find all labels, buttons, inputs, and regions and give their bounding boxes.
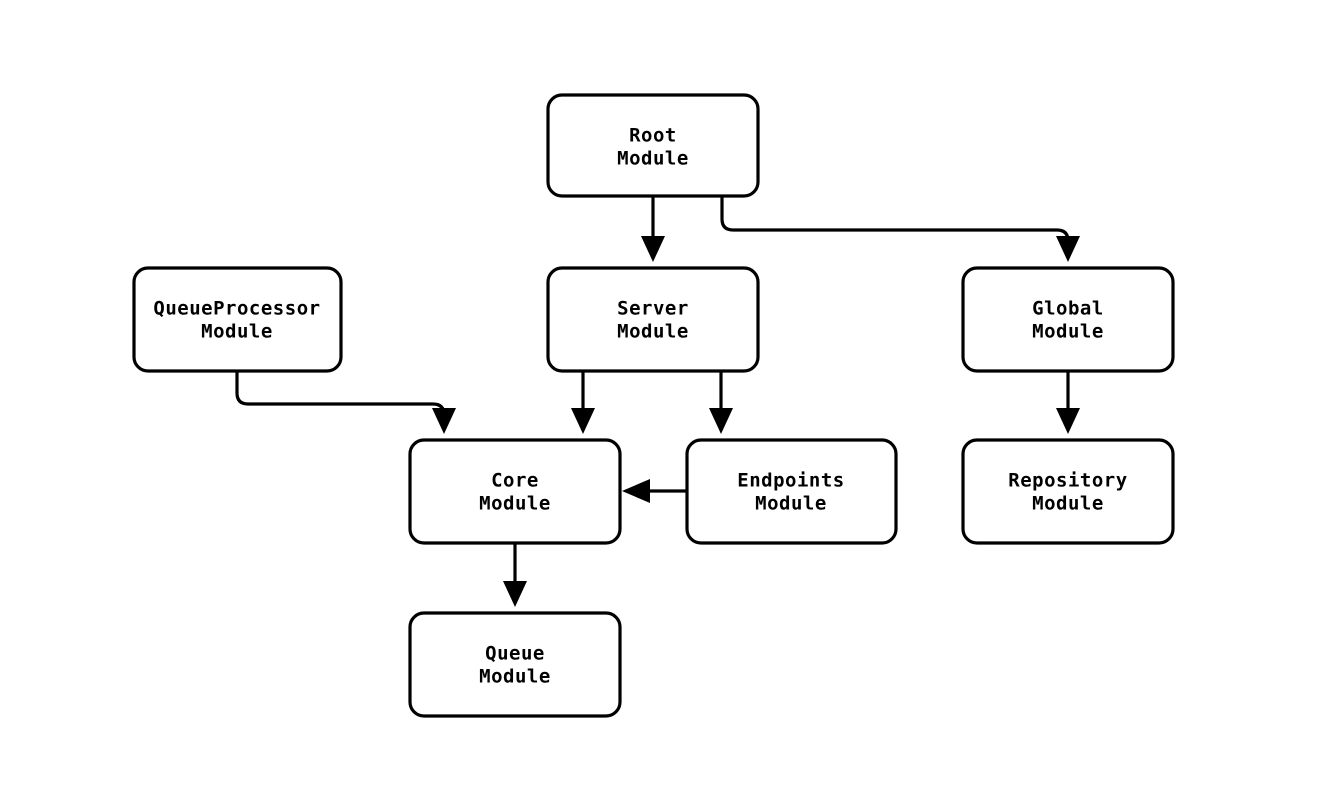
node-queueprocessor-module-box[interactable] <box>132 266 343 373</box>
node-endpoints-module-box[interactable] <box>685 438 898 545</box>
node-root-module-label-line1: Root <box>629 125 677 147</box>
node-queue-module[interactable]: Queue Module <box>408 611 622 718</box>
edge-global-to-repository <box>1056 371 1080 434</box>
edge-server-to-endpoints <box>709 371 733 434</box>
node-repository-module[interactable]: Repository Module <box>961 438 1175 545</box>
node-core-module-label-line1: Core <box>491 470 539 492</box>
node-server-module-label-line2: Module <box>617 321 689 343</box>
node-core-module[interactable]: Core Module <box>408 438 622 545</box>
node-queue-module-box[interactable] <box>408 611 622 718</box>
node-queueprocessor-module-label-line1: QueueProcessor <box>153 298 320 320</box>
edge-endpoints-to-core <box>622 479 687 503</box>
node-server-module[interactable]: Server Module <box>546 266 760 373</box>
node-queue-module-label-line2: Module <box>479 666 551 688</box>
edge-root-to-global <box>720 196 1080 262</box>
node-root-module-label-line2: Module <box>617 148 689 170</box>
edge-queueprocessor-to-core <box>235 371 456 434</box>
edge-layer <box>235 196 1080 607</box>
node-queueprocessor-module-label-line2: Module <box>201 321 273 343</box>
node-global-module-label-line2: Module <box>1032 321 1104 343</box>
node-root-module-box[interactable] <box>546 93 760 198</box>
node-endpoints-module-label-line2: Module <box>755 493 827 515</box>
node-repository-module-label-line1: Repository <box>1008 470 1127 492</box>
node-root-module[interactable]: Root Module <box>546 93 760 198</box>
node-global-module-box[interactable] <box>961 266 1175 373</box>
node-layer: Root Module QueueProcessor Module Server… <box>132 93 1175 718</box>
edge-core-to-queue <box>503 543 527 607</box>
node-repository-module-label-line2: Module <box>1032 493 1104 515</box>
node-core-module-label-line2: Module <box>479 493 551 515</box>
node-server-module-label-line1: Server <box>617 298 689 320</box>
node-global-module[interactable]: Global Module <box>961 266 1175 373</box>
node-repository-module-box[interactable] <box>961 438 1175 545</box>
node-server-module-box[interactable] <box>546 266 760 373</box>
node-queueprocessor-module[interactable]: QueueProcessor Module <box>132 266 343 373</box>
node-endpoints-module-label-line1: Endpoints <box>737 470 844 492</box>
node-global-module-label-line1: Global <box>1032 298 1104 320</box>
edge-server-to-core <box>571 371 595 434</box>
node-core-module-box[interactable] <box>408 438 622 545</box>
node-queue-module-label-line1: Queue <box>485 643 545 665</box>
edge-root-to-server <box>641 196 665 262</box>
node-endpoints-module[interactable]: Endpoints Module <box>685 438 898 545</box>
